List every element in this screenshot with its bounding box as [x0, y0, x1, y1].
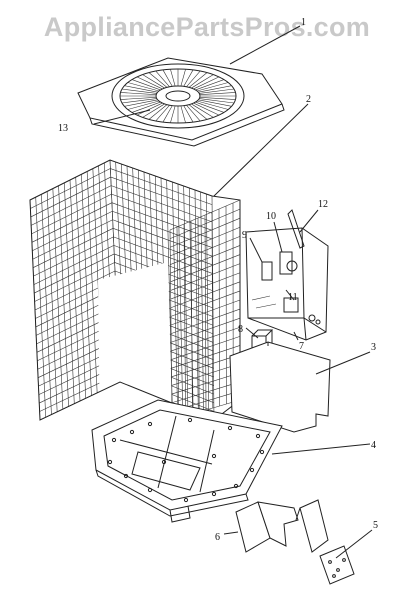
callout-12: 12 [318, 199, 328, 210]
watermark-text: AppliancePartsPros.com [43, 12, 371, 42]
callout-5: 5 [373, 520, 378, 531]
callout-labels: 1 2 3 4 5 6 7 8 9 10 11 12 13 [58, 17, 378, 543]
top-cover [77, 57, 285, 147]
callout-13: 13 [58, 123, 68, 134]
callout-10: 10 [266, 211, 276, 222]
access-panel [229, 341, 331, 433]
callout-4: 4 [371, 440, 376, 451]
label-plate [319, 545, 355, 585]
base-pan [91, 399, 283, 523]
partition-panel [235, 499, 329, 553]
callout-3: 3 [371, 342, 376, 353]
callout-2: 2 [306, 94, 311, 105]
callout-11: 11 [288, 292, 298, 303]
coil-assembly [29, 159, 241, 438]
leader-lines [93, 25, 373, 559]
callout-9: 9 [242, 230, 247, 241]
callout-6: 6 [215, 532, 220, 543]
callout-7: 7 [299, 341, 304, 352]
callout-8: 8 [238, 324, 243, 335]
control-box [245, 209, 329, 341]
callout-1: 1 [301, 17, 306, 28]
